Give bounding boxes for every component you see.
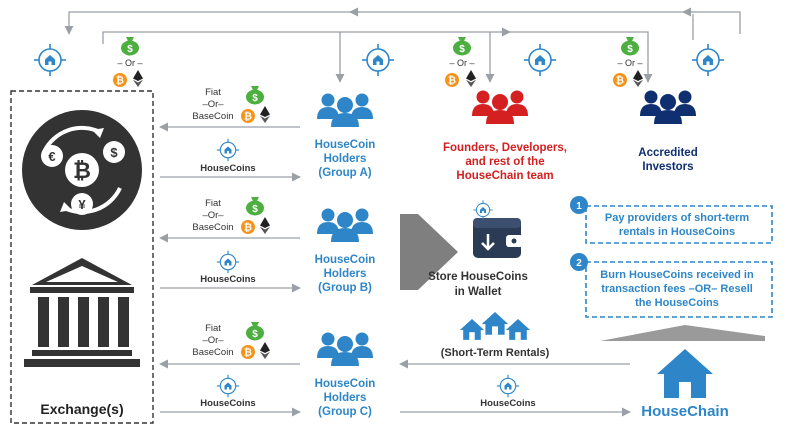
- group-a-label-line1: HouseCoin: [315, 139, 376, 151]
- bank-icon: [24, 258, 140, 367]
- group-c-label-line3: (Group C): [318, 406, 372, 418]
- fiat-label: Fiat: [205, 323, 221, 334]
- platform-shape: [600, 325, 765, 341]
- or-label: – Or –: [617, 58, 642, 68]
- ethereum-icon: [260, 106, 270, 123]
- money-bag-icon: [246, 322, 264, 341]
- group-b-label-line3: (Group B): [318, 282, 372, 294]
- group-c-label-line1: HouseCoin: [315, 378, 376, 390]
- founders-label-line2: and rest of the: [465, 156, 544, 168]
- group-a-label-line2: Holders: [324, 153, 367, 165]
- founders-label-line3: HouseChain team: [456, 170, 553, 182]
- housecoin-icon: [523, 43, 557, 77]
- step-number: 2: [576, 258, 582, 269]
- ethereum-icon: [260, 217, 270, 234]
- housecoin-icon: [496, 374, 520, 398]
- or-label: – Or –: [117, 58, 142, 68]
- group-c-people-icon: [317, 332, 373, 366]
- housechain-label: HouseChain: [641, 403, 729, 420]
- svg-text:$: $: [110, 145, 118, 160]
- exchange-label: Exchange(s): [40, 401, 123, 417]
- payment-options-cluster: – Or –: [445, 37, 476, 87]
- money-bag-icon: [121, 37, 139, 56]
- or-label: –Or–: [202, 335, 224, 346]
- basecoin-label: BaseCoin: [192, 111, 233, 122]
- bitcoin-icon: [241, 220, 255, 234]
- fiat-label: Fiat: [205, 198, 221, 209]
- payment-label-group-c: Fiat –Or– BaseCoin: [192, 322, 270, 359]
- chevron-arrow: [400, 214, 458, 290]
- step-text-line1: Pay providers of short-term: [605, 212, 749, 224]
- housecoin-icon: [33, 43, 67, 77]
- housecoin-icon: [472, 199, 494, 221]
- founders-people-icon: [472, 90, 528, 124]
- group-b-label-line1: HouseCoin: [315, 254, 376, 266]
- group-c-label-line2: Holders: [324, 392, 367, 404]
- payment-options-cluster: – Or –: [113, 37, 143, 87]
- bitcoin-icon: [241, 109, 255, 123]
- housecoin-icon: [691, 43, 725, 77]
- money-bag-icon: [621, 37, 639, 56]
- step-1: 1 Pay providers of short-term rentals in…: [570, 196, 773, 244]
- group-a-label-line3: (Group A): [318, 167, 371, 179]
- wallet-icon: [473, 218, 523, 258]
- step-text-line2: rentals in HouseCoins: [619, 226, 735, 238]
- exchange-group-flows: [159, 122, 631, 417]
- founders-label-line1: Founders, Developers,: [443, 142, 567, 154]
- rentals-houses-icon: [459, 312, 531, 340]
- group-a-people-icon: [317, 93, 373, 127]
- step-number: 1: [576, 201, 582, 212]
- payment-label-group-a: Fiat –Or– BaseCoin: [192, 86, 270, 123]
- ethereum-icon: [133, 70, 143, 87]
- step-text-line3: the HouseCoins: [635, 297, 719, 309]
- money-bag-icon: [246, 86, 264, 105]
- exchange-currency-icon: ₿ € $ ¥: [22, 110, 142, 230]
- payment-label-group-b: Fiat –Or– BaseCoin: [192, 197, 270, 234]
- top-routing-lines: [64, 7, 741, 83]
- bitcoin-icon: [113, 73, 127, 87]
- wallet-label-line1: Store HouseCoins: [428, 271, 528, 283]
- or-label: –Or–: [202, 210, 224, 221]
- payment-options-cluster: – Or –: [613, 37, 643, 87]
- fiat-label: Fiat: [205, 87, 221, 98]
- money-bag-icon: [453, 37, 471, 56]
- housecoins-label: HouseCoins: [480, 398, 535, 409]
- svg-text:₿: ₿: [73, 158, 91, 183]
- exchange-box: [10, 90, 154, 424]
- bitcoin-icon: [613, 73, 627, 87]
- housecoin-icon: [216, 250, 240, 274]
- bitcoin-icon: [241, 345, 255, 359]
- bitcoin-icon: [445, 73, 459, 87]
- ethereum-icon: [633, 70, 643, 87]
- investors-label-line2: Investors: [642, 161, 693, 173]
- step-2: 2 Burn HouseCoins received in transactio…: [570, 253, 773, 318]
- rentals-label: (Short-Term Rentals): [441, 347, 550, 359]
- housecoins-label: HouseCoins: [200, 163, 255, 174]
- housecoins-label: HouseCoins: [200, 274, 255, 285]
- step-text-line2: transaction fees –OR– Resell: [601, 283, 753, 295]
- money-bag-icon: [246, 197, 264, 216]
- group-b-label-line2: Holders: [324, 268, 367, 280]
- ethereum-icon: [466, 70, 476, 87]
- investors-people-icon: [640, 90, 696, 124]
- investors-label-line1: Accredited: [638, 147, 697, 159]
- basecoin-label: BaseCoin: [192, 222, 233, 233]
- housecoin-icon: [216, 374, 240, 398]
- ethereum-icon: [260, 342, 270, 359]
- group-b-people-icon: [317, 208, 373, 242]
- svg-text:¥: ¥: [78, 197, 86, 212]
- step-text-line1: Burn HouseCoins received in: [600, 269, 754, 281]
- wallet-label-line2: in Wallet: [455, 286, 502, 298]
- housecoin-icon: [361, 43, 395, 77]
- housechain-logo-icon: [657, 349, 713, 398]
- housecoin-icon: [216, 138, 240, 162]
- or-label: –Or–: [202, 99, 224, 110]
- housecoins-label: HouseCoins: [200, 398, 255, 409]
- svg-text:€: €: [48, 149, 55, 164]
- basecoin-label: BaseCoin: [192, 347, 233, 358]
- or-label: – Or –: [449, 58, 474, 68]
